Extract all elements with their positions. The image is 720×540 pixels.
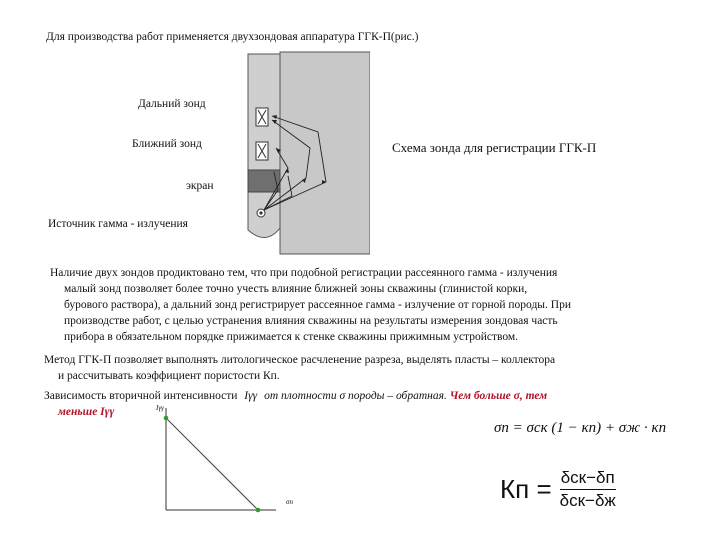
far-detector-mark: [257, 109, 267, 125]
borehole-wall: [279, 51, 370, 255]
probe-diagram: [247, 51, 370, 255]
density-graph: [163, 408, 276, 513]
diagram-caption: Схема зонда для регистрации ГГК-П: [392, 140, 597, 155]
p1-line-2: малый зонд позволяет более точно учесть …: [64, 283, 528, 295]
p1-line-3: бурового раствора), а дальний зонд регис…: [64, 299, 571, 311]
near-detector-mark: [257, 143, 267, 159]
p3-red-1: Чем больше σ, тем: [449, 390, 548, 402]
paragraph-dependence: Зависимость вторичной интенсивности Iγγ …: [44, 388, 714, 404]
formula-kp-bar: [559, 488, 616, 490]
formula-kp-denominator: δск−δж: [559, 490, 616, 510]
formula-porosity-density: σп = σск (1 − κп) + σж · κп: [494, 420, 667, 436]
label-near-probe: Ближний зонд: [132, 138, 202, 150]
screen-block: [247, 169, 281, 193]
graph-y-label: Iγγ: [156, 404, 164, 412]
p3-text-2: от плотности σ породы – обратная.: [264, 390, 447, 402]
formula-kp: Кп = δск−δп δск−δж: [500, 462, 616, 516]
p1-line-1: Наличие двух зондов продиктовано тем, чт…: [50, 267, 558, 279]
p3-symbol: Iγγ: [244, 390, 258, 402]
ray-arrowheads: [272, 115, 326, 184]
graph-x-label: σп: [286, 498, 293, 506]
graph-end-point: [255, 507, 261, 513]
p2-line-1: Метод ГГК-П позволяет выполнять литологи…: [44, 354, 556, 366]
paragraph-method: Метод ГГК-П позволяет выполнять литологи…: [44, 352, 714, 384]
formula-kp-fraction: δск−δп δск−δж: [559, 467, 616, 512]
p1-line-4: производстве работ, с целью устранения в…: [64, 315, 558, 327]
p3-text: Зависимость вторичной интенсивности: [44, 390, 238, 402]
header-text: Для производства работ применяется двухз…: [46, 31, 419, 43]
label-source: Источник гамма - излучения: [48, 218, 188, 230]
p2-line-2: и рассчитывать коэффициент пористости Кп…: [58, 370, 280, 382]
graph-line: [165, 417, 259, 511]
p1-line-5: прибора в обязательном порядке прижимает…: [64, 331, 519, 343]
formula-kp-lhs: Кп =: [500, 473, 552, 504]
formula-kp-numerator: δск−δп: [560, 467, 615, 487]
graph-start-point: [163, 415, 169, 421]
paragraph-probes: Наличие двух зондов продиктовано тем, чт…: [50, 265, 710, 345]
label-screen: экран: [186, 180, 214, 192]
label-far-probe: Дальний зонд: [138, 98, 206, 110]
p3-red-2: меньше Iγγ: [58, 406, 115, 418]
